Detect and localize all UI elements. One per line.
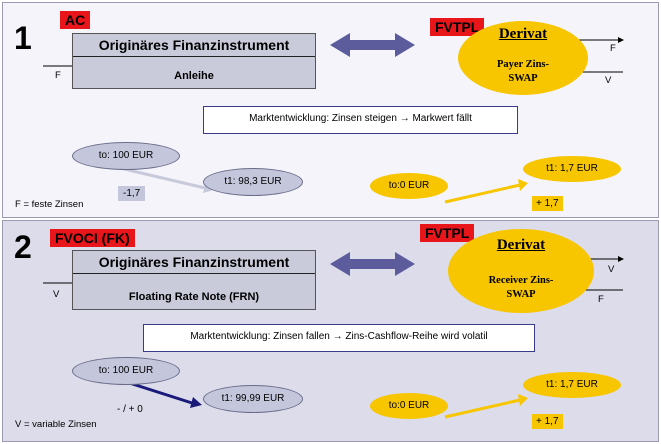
- instrument-title: Originäres Finanzinstrument: [73, 251, 315, 274]
- instrument-subtitle: Anleihe: [174, 70, 214, 82]
- derivat-ellipse: Derivat Payer Zins- SWAP: [458, 21, 588, 95]
- value-arrow-right-1: [444, 183, 521, 204]
- flow-label: V: [53, 289, 60, 300]
- scenario-number: 2: [14, 229, 32, 265]
- value-t1-right: t1: 1,7 EUR: [523, 156, 621, 182]
- category-tag-left: FVOCI (FK): [50, 229, 135, 247]
- double-arrow-2: [330, 252, 415, 276]
- flow-label: F: [610, 43, 616, 54]
- instrument-subtitle: Floating Rate Note (FRN): [128, 291, 260, 303]
- delta-left: - / + 0: [117, 404, 143, 415]
- flow-label: V: [608, 264, 615, 275]
- value-t0-left: to: 100 EUR: [72, 357, 180, 385]
- derivat-title: Derivat: [498, 26, 548, 42]
- scenario-number: 1: [14, 20, 32, 56]
- instrument-box: Originäres Finanzinstrument Anleihe: [72, 33, 316, 89]
- legend-text: F = feste Zinsen: [15, 199, 84, 210]
- derivat-subtitle-line1: Payer Zins-: [496, 59, 549, 70]
- value-t0-right: to:0 EUR: [370, 393, 448, 419]
- instrument-box: Originäres Finanzinstrument Floating Rat…: [72, 250, 316, 310]
- double-arrow-1: [330, 33, 415, 57]
- flow-label: V: [605, 75, 612, 86]
- market-development-box: Marktentwicklung: Zinsen fallen → Zins-C…: [143, 324, 535, 352]
- value-t0-right: to:0 EUR: [370, 173, 448, 199]
- category-tag-left: AC: [60, 11, 91, 29]
- delta-left: -1,7: [118, 186, 146, 201]
- value-arrow-left-1: [119, 166, 206, 190]
- derivat-title: Derivat: [496, 237, 546, 253]
- derivat-subtitle-line2: SWAP: [506, 289, 536, 300]
- derivat-subtitle-line1: Receiver Zins-: [488, 275, 554, 286]
- legend-text: V = variable Zinsen: [15, 419, 97, 430]
- derivat-subtitle-line2: SWAP: [508, 73, 538, 84]
- category-tag-right: FVTPL: [430, 18, 485, 36]
- delta-right: + 1,7: [532, 196, 563, 211]
- flow-label: F: [598, 294, 604, 305]
- value-t1-right: t1: 1,7 EUR: [523, 372, 621, 398]
- instrument-title: Originäres Finanzinstrument: [73, 34, 315, 57]
- category-tag-right: FVTPL: [420, 224, 475, 242]
- flow-label: F: [55, 70, 61, 81]
- value-arrow-right-2: [444, 398, 521, 419]
- delta-right: + 1,7: [532, 414, 563, 429]
- value-t1-left: t1: 99,99 EUR: [203, 385, 303, 413]
- value-t0-left: to: 100 EUR: [72, 142, 180, 170]
- value-t1-left: t1: 98,3 EUR: [203, 168, 303, 196]
- derivat-ellipse: Derivat Receiver Zins- SWAP: [448, 229, 594, 313]
- market-development-box: Marktentwicklung: Zinsen steigen → Markw…: [203, 106, 518, 134]
